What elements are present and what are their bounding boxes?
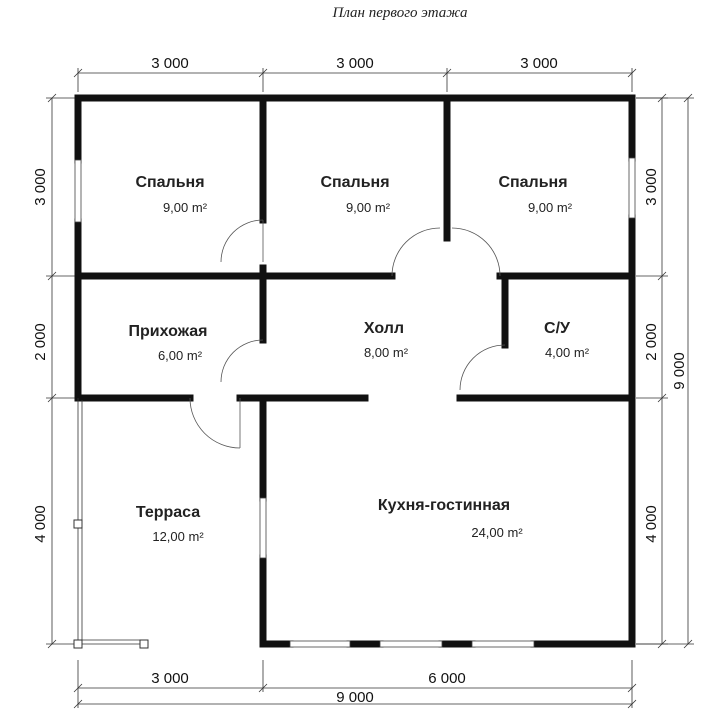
dimension-right: 3 000 2 000 4 000 9 000: [636, 93, 694, 649]
room-name-bedroom-1: Спальня: [135, 174, 204, 191]
dimension-bottom: 3 000 6 000 9 000: [73, 660, 637, 709]
dimension-left: 3 000 2 000 4 000: [32, 93, 76, 649]
room-name-bathroom: С/У: [544, 320, 571, 337]
plan-title: План первого этажа: [331, 5, 467, 21]
room-area-bedroom-3: 9,00 m²: [528, 200, 573, 215]
room-area-hallway: 6,00 m²: [158, 348, 203, 363]
dimension-top: 3 000 3 000 3 000: [73, 55, 637, 92]
dim-bottom-1: 3 000: [151, 670, 189, 687]
room-name-hall: Холл: [364, 320, 404, 337]
room-area-terrace: 12,00 m²: [152, 529, 204, 544]
room-area-bedroom-2: 9,00 m²: [346, 200, 391, 215]
room-name-hallway: Прихожая: [129, 323, 208, 340]
dim-right-3: 4 000: [643, 505, 660, 543]
room-name-bedroom-2: Спальня: [320, 174, 389, 191]
dim-left-1: 3 000: [32, 168, 49, 206]
room-name-terrace: Терраса: [136, 504, 200, 521]
dim-right-1: 3 000: [643, 168, 660, 206]
dim-top-2: 3 000: [336, 55, 374, 72]
room-area-kitchen-living: 24,00 m²: [471, 525, 523, 540]
room-name-bedroom-3: Спальня: [498, 174, 567, 191]
terrace-rail: [73, 398, 149, 649]
doors: [189, 219, 506, 449]
dim-left-3: 4 000: [32, 505, 49, 543]
dim-right-2: 2 000: [643, 323, 660, 361]
dim-right-total: 9 000: [671, 352, 688, 390]
room-labels: Спальня 9,00 m² Спальня 9,00 m² Спальня …: [129, 174, 590, 544]
room-area-bedroom-1: 9,00 m²: [163, 200, 208, 215]
dim-bottom-2: 6 000: [428, 670, 466, 687]
dim-top-3: 3 000: [520, 55, 558, 72]
dim-left-2: 2 000: [32, 323, 49, 361]
walls: [74, 94, 636, 648]
dim-top-1: 3 000: [151, 55, 189, 72]
room-area-bathroom: 4,00 m²: [545, 345, 590, 360]
room-name-kitchen-living: Кухня-гостинная: [378, 497, 510, 514]
room-area-hall: 8,00 m²: [364, 345, 409, 360]
dim-bottom-total: 9 000: [336, 689, 374, 706]
windows: [74, 157, 636, 648]
